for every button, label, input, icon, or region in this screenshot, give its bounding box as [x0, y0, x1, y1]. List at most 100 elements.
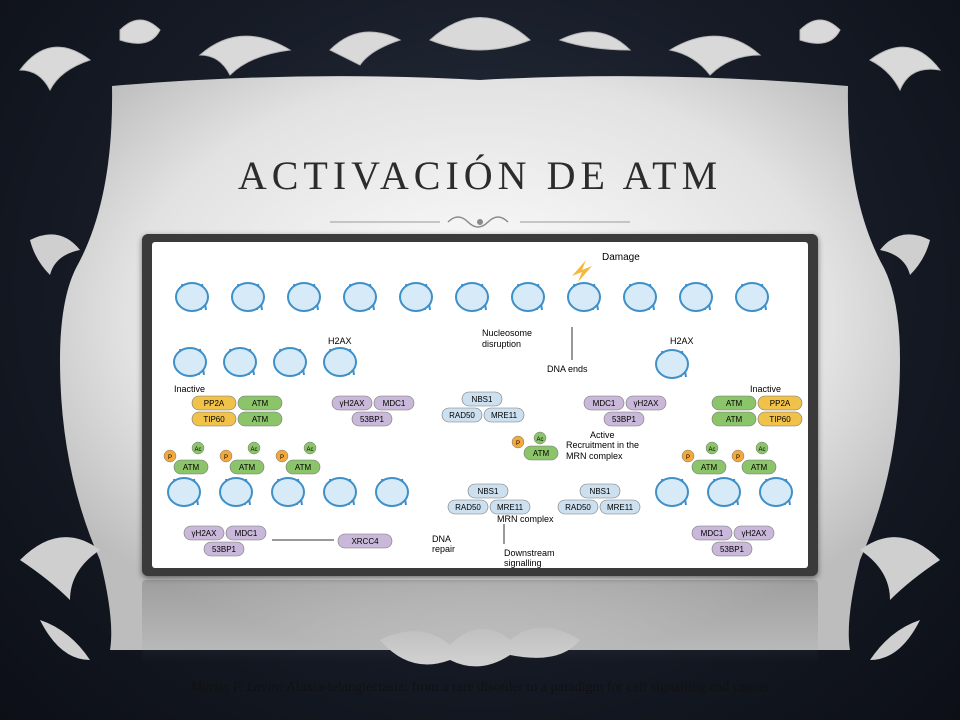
nucleosome-top-9 [679, 282, 713, 312]
atm-right-2-label: ATM [726, 415, 743, 424]
ac-left-1-label: Ac [250, 447, 257, 453]
mre11-mrn-2 [599, 499, 641, 515]
slide-title: ACTIVACIÓN DE ATM [237, 153, 723, 198]
patm-left-0 [173, 459, 209, 475]
p-recruit-label: P [516, 441, 520, 447]
p-right-1 [731, 449, 745, 463]
figure-caption: Martin F. Lavin; Ataxia-telangiectasia: … [0, 680, 960, 696]
xrcc4 [337, 533, 393, 549]
label-active: Active [590, 430, 615, 440]
label-downstream-2: signalling [504, 558, 542, 568]
pp2a-left-label: PP2A [204, 399, 225, 408]
p-left-1-label: P [224, 455, 228, 461]
bp53-active [603, 411, 645, 427]
patm-left-0-label: ATM [183, 463, 200, 472]
atm-right-1 [711, 395, 757, 411]
patm-left-2-label: ATM [295, 463, 312, 472]
nucleosome-row2-1 [223, 347, 257, 377]
mre11-top-label: MRE11 [491, 411, 518, 420]
gh2ax-mid [331, 395, 373, 411]
bp53-mid-label: 53BP1 [360, 415, 385, 424]
nucleosome-lowr-0 [655, 477, 689, 507]
nucleosome-top-4 [399, 282, 433, 312]
bottom-ornament [380, 627, 580, 667]
nbs1-mrn-2 [579, 483, 621, 499]
label-recruit-1: Recruitment in the [566, 440, 639, 450]
ac-right-1-label: Ac [758, 447, 765, 453]
atm-left-2 [237, 411, 283, 427]
ac-right-0 [705, 441, 719, 455]
bp53-bottom [203, 541, 245, 557]
mre11-mrn-2-label: MRE11 [607, 503, 634, 512]
label-h2ax-left: H2AX [328, 336, 352, 346]
pp2a-right-label: PP2A [770, 399, 791, 408]
atm-right-2 [711, 411, 757, 427]
tip60-left [191, 411, 237, 427]
ac-left-1 [247, 441, 261, 455]
mdc1-active-label: MDC1 [593, 399, 616, 408]
ac-right-0-label: Ac [708, 447, 715, 453]
patm-left-1-label: ATM [239, 463, 256, 472]
rad50-top [441, 407, 483, 423]
pp2a-right [757, 395, 803, 411]
rad50-mrn-2-label: RAD50 [565, 503, 591, 512]
p-left-0 [163, 449, 177, 463]
label-disruption: disruption [482, 339, 521, 349]
gh2ax-bottom-label: γH2AX [192, 529, 218, 538]
rad50-mrn-1 [447, 499, 489, 515]
atm-right-1-label: ATM [726, 399, 743, 408]
label-dna-repair-2: repair [432, 544, 455, 554]
nucleosome-lowr-2 [759, 477, 793, 507]
mre11-mrn-1 [489, 499, 531, 515]
label-downstream-1: Downstream [504, 548, 555, 558]
atm-left-1-label: ATM [252, 399, 269, 408]
nbs1-mrn-2-label: NBS1 [590, 487, 611, 496]
ac-left-2 [303, 441, 317, 455]
p-left-0-label: P [168, 455, 172, 461]
damage-bolt-icon [572, 260, 592, 282]
nucleosome-top-0 [175, 282, 209, 312]
top-ornament [18, 17, 942, 92]
gh2ax-active-label: γH2AX [634, 399, 660, 408]
bp53-bottom-right [711, 541, 753, 557]
p-left-1 [219, 449, 233, 463]
gh2ax-mid-label: γH2AX [340, 399, 366, 408]
caption-text: Ataxia-telangiectasia: from a rare disor… [283, 680, 770, 695]
mdc1-mid [373, 395, 415, 411]
figure-reflection [142, 580, 818, 662]
mdc1-active [583, 395, 625, 411]
patm-right-1-label: ATM [751, 463, 768, 472]
side-ornament [20, 234, 940, 660]
nbs1-mrn-1-label: NBS1 [478, 487, 499, 496]
p-left-2 [275, 449, 289, 463]
nucleosome-row2-3 [323, 347, 357, 377]
p-right-1-label: P [736, 455, 740, 461]
nucleosome-top-8 [623, 282, 657, 312]
label-inactive-left: Inactive [174, 384, 205, 394]
ac-left-0-label: Ac [194, 447, 201, 453]
nucleosome-top-3 [343, 282, 377, 312]
ac-right-1 [755, 441, 769, 455]
label-dna-ends: DNA ends [547, 364, 588, 374]
label-damage: Damage [602, 252, 640, 263]
patm-right-0 [691, 459, 727, 475]
mdc1-bottom-right-label: MDC1 [701, 529, 724, 538]
bp53-active-label: 53BP1 [612, 415, 637, 424]
atm-left-2-label: ATM [252, 415, 269, 424]
mre11-mrn-1-label: MRE11 [497, 503, 524, 512]
gh2ax-bottom [183, 525, 225, 541]
mdc1-bottom [225, 525, 267, 541]
mre11-top [483, 407, 525, 423]
nucleosome-row2-0 [173, 347, 207, 377]
nucleosome-low-4 [375, 477, 409, 507]
nucleosome-top-7 [567, 282, 601, 312]
atm-activation-diagram: Damage H2AX H2AX Nucleosome disruption D… [163, 252, 803, 568]
nbs1-top-label: NBS1 [472, 395, 493, 404]
nucleosome-lowr-1 [707, 477, 741, 507]
tip60-left-label: TIP60 [203, 415, 225, 424]
gh2ax-bottom-right-label: γH2AX [742, 529, 768, 538]
nucleosome-top-1 [231, 282, 265, 312]
p-recruit [511, 435, 525, 449]
patm-right-0-label: ATM [701, 463, 718, 472]
ac-recruit-label: Ac [536, 437, 543, 443]
